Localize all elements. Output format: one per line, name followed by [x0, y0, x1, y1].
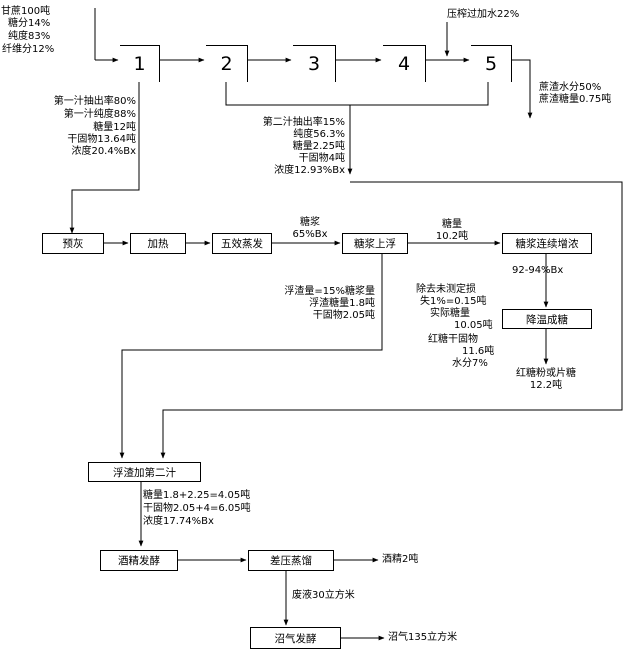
mill-1: 1: [120, 45, 160, 82]
first-juice-solids: 干固物13.64吨: [67, 134, 136, 145]
scum-mix-box: 浮渣加第二汁: [88, 462, 201, 482]
mix-solids: 干固物2.05+4=6.05吨: [143, 503, 251, 514]
second-juice-purity: 纯度56.3%: [293, 129, 345, 140]
scum-amount: 浮渣量=15%糖浆量: [284, 286, 375, 297]
flotation-box: 糖浆上浮: [342, 233, 408, 254]
wastewater-label: 废液30立方米: [292, 590, 355, 601]
first-juice-brix: 浓度20.4%Bx: [71, 146, 136, 157]
biogas-box: 沼气发酵: [250, 627, 341, 649]
second-juice-extraction: 第二汁抽出率15%: [262, 117, 345, 128]
mill-4: 4: [383, 45, 426, 82]
liming-box: 预灰: [42, 233, 104, 254]
arrow-first-juice: [69, 82, 140, 234]
cooling-box: 降温成糖: [502, 309, 592, 329]
second-juice-solids: 干固物4吨: [298, 153, 345, 164]
arrow-second-juice-to-mix: [160, 181, 623, 459]
distillation-box: 差压蒸馏: [248, 550, 334, 571]
imbibition-label: 压榨过加水22%: [447, 9, 520, 20]
concentration-box: 糖浆连续增浓: [502, 233, 592, 254]
syrup-label: 糖浆: [300, 217, 320, 228]
arrow-scum: [119, 253, 383, 459]
syrup-brix-label: 65%Bx: [292, 229, 328, 240]
sugar-amount-label: 糖量: [442, 219, 462, 230]
second-juice-brix: 浓度12.93%Bx: [274, 165, 345, 176]
second-juice-sugar: 糖量2.25吨: [292, 141, 345, 152]
actual-sugar-value: 10.05吨: [454, 320, 493, 331]
evaporation-box: 五效蒸发: [212, 233, 272, 254]
product-amount: 12.2吨: [529, 380, 563, 391]
input-fiber-label: 纤维分12%: [2, 44, 55, 55]
moisture-label: 水分7%: [452, 358, 488, 369]
alcohol-output: 酒精2吨: [382, 554, 419, 565]
brown-sugar-solids-label: 红糖干固物: [428, 334, 478, 345]
second-juice-collector: [225, 82, 489, 106]
input-purity-label: 纯度83%: [8, 31, 51, 42]
heating-box: 加热: [130, 233, 186, 254]
loss-line-2: 失1%=0.15吨: [420, 296, 487, 307]
biogas-output: 沼气135立方米: [388, 632, 458, 643]
first-juice-purity: 第一汁纯度88%: [63, 109, 136, 120]
loss-line-1: 除去未测定损: [416, 284, 476, 295]
bagasse-sugar-label: 蔗渣糖量0.75吨: [539, 94, 612, 105]
first-juice-extraction: 第一汁抽出率80%: [53, 96, 136, 107]
fermentation-box: 酒精发酵: [100, 550, 178, 571]
arrow-bagasse: [512, 59, 533, 119]
mix-sugar: 糖量1.8+2.25=4.05吨: [143, 490, 251, 501]
mill-2: 2: [206, 45, 248, 82]
mill-5: 5: [471, 45, 512, 82]
scum-sugar: 浮渣糖量1.8吨: [309, 298, 375, 309]
actual-sugar-label: 实际糖量: [430, 308, 470, 319]
input-cane-label: 甘蔗100吨: [1, 6, 51, 17]
sugar-amount-value: 10.2吨: [435, 231, 469, 242]
first-juice-sugar: 糖量12吨: [93, 122, 136, 133]
mix-brix: 浓度17.74%Bx: [143, 516, 214, 527]
concentrated-brix-label: 92-94%Bx: [512, 265, 564, 276]
brown-sugar-solids-value: 11.6吨: [462, 346, 495, 357]
product-label: 红糖粉或片糖: [516, 368, 576, 379]
bagasse-moisture-label: 蔗渣水分50%: [539, 82, 602, 93]
mill-3: 3: [293, 45, 336, 82]
input-sugar-label: 糖分14%: [8, 18, 51, 29]
scum-solids: 干固物2.05吨: [312, 310, 375, 321]
